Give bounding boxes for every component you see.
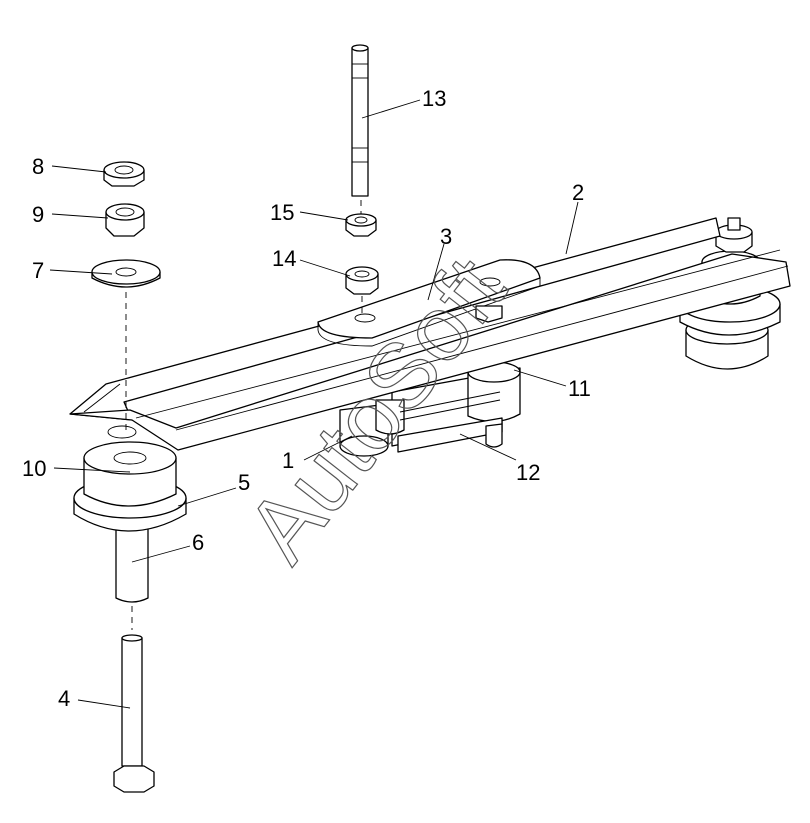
callout-14: 14	[272, 246, 296, 271]
callout-6: 6	[192, 530, 204, 555]
callout-2: 2	[572, 180, 584, 205]
callout-9: 9	[32, 202, 44, 227]
washer-part-7	[91, 259, 161, 288]
nut-part-14	[345, 266, 379, 295]
nut-part-15	[345, 213, 377, 237]
callout-8: 8	[32, 154, 44, 179]
nut-part-8	[103, 161, 145, 187]
center-lines	[125, 200, 363, 630]
callout-labels: 1 2 3 4 5 6 7 8 9 10 11 12 13 14 15	[22, 86, 591, 711]
callout-12: 12	[516, 460, 540, 485]
callout-13: 13	[422, 86, 446, 111]
callout-15: 15	[270, 200, 294, 225]
callout-4: 4	[58, 686, 70, 711]
callout-10: 10	[22, 456, 46, 481]
left-bushing-assembly	[73, 441, 187, 603]
callout-11: 11	[568, 376, 591, 401]
callout-3: 3	[440, 224, 452, 249]
callout-7: 7	[32, 258, 44, 283]
leader-lines	[49, 99, 579, 709]
bolt-part-4	[113, 634, 155, 793]
plate-part-3	[317, 259, 541, 347]
stud-part-13	[351, 44, 369, 197]
nut-part-9	[105, 203, 145, 237]
center-block-assembly	[339, 361, 521, 457]
callout-5: 5	[238, 470, 250, 495]
callout-1: 1	[282, 448, 294, 473]
